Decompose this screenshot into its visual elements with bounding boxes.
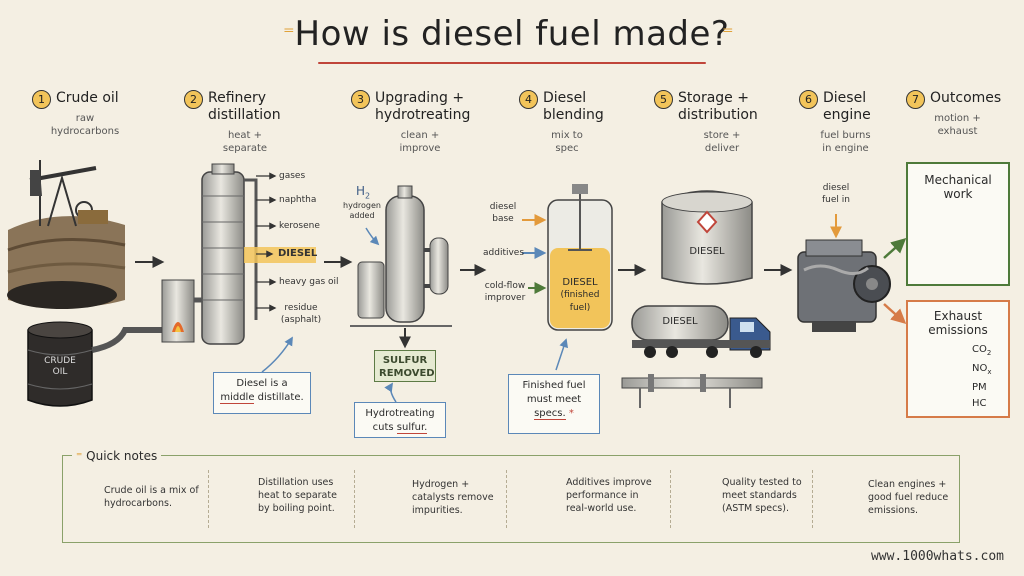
pump-jack-icon <box>7 160 126 309</box>
step-3-subtitle: clean + improve <box>399 130 441 154</box>
emission-co2: CO2 <box>972 344 992 357</box>
step-4-header: 4 Diesel blending <box>519 90 604 124</box>
storage-tank-label: DIESEL <box>689 246 725 257</box>
diesel-engine-icon <box>797 239 891 332</box>
emission-nox: NOx <box>972 363 992 376</box>
step-2-number: 2 <box>184 90 203 109</box>
note-distillation: Distillation uses heat to separate by bo… <box>258 477 337 514</box>
step-5-title: Storage + distribution <box>678 90 758 123</box>
distillation-column-icon <box>161 163 316 345</box>
step-6-header: 6 Diesel engine <box>799 90 874 124</box>
emissions-list: CO2 NOx PM HC <box>972 342 992 412</box>
mechanical-work-title: Mechanical work <box>924 173 992 201</box>
note-separator <box>812 470 813 528</box>
website-link[interactable]: www.1000whats.com <box>870 549 1004 564</box>
input-additives: additives <box>483 248 525 258</box>
step-2-header: 2 Refinery distillation <box>184 90 294 124</box>
step-2-title: Refinery distillation <box>208 90 281 123</box>
note-additives: Additives improve performance in real-wo… <box>566 477 652 514</box>
note-separator <box>506 470 507 528</box>
note-quality: Quality tested to meet standards (ASTM s… <box>722 477 802 514</box>
title-underline <box>318 62 706 64</box>
fuel-in-label: diesel fuel in <box>822 183 850 205</box>
step-3-header: 3 Upgrading + hydrotreating <box>351 90 471 124</box>
fraction-naphtha: naphtha <box>279 195 317 205</box>
note-separator <box>208 470 209 528</box>
mechanical-work-box: Mechanical work <box>906 162 1010 286</box>
input-cold-flow-improver: cold-flow improver <box>484 281 526 303</box>
emission-pm: PM <box>972 382 987 393</box>
hydrotreater-icon <box>350 185 452 327</box>
note-hydrogen: Hydrogen + catalysts remove impurities. <box>412 479 494 516</box>
step-1-subtitle: raw hydrocarbons <box>50 113 120 137</box>
step-6-subtitle: fuel burns in engine <box>820 130 871 154</box>
callout-arrow-sulfur <box>384 382 397 403</box>
blending-tank-icon <box>547 184 613 331</box>
step-4-subtitle: mix to spec <box>551 130 583 154</box>
barrel-label: CRUDE OIL <box>44 356 76 377</box>
fraction-kerosene: kerosene <box>279 221 320 231</box>
emission-hc: HC <box>972 398 987 409</box>
quick-notes-title: ⁼ Quick notes <box>72 449 162 463</box>
work-arrow <box>883 237 907 259</box>
crude-oil-barrel-icon <box>27 321 93 407</box>
callout-hydrotreating: Hydrotreating cuts sulfur. <box>354 402 446 438</box>
fraction-diesel: DIESEL <box>278 248 318 259</box>
truck-tank-label: DIESEL <box>662 316 698 327</box>
step-5-number: 5 <box>654 90 673 109</box>
barrel-pipe <box>91 327 165 353</box>
exhaust-emissions-title: Exhaust emissions <box>928 309 988 337</box>
callout-arrow-specs <box>555 338 568 371</box>
fraction-gases: gases <box>279 171 306 181</box>
exhaust-arrow <box>883 303 907 325</box>
pipeline-icon <box>621 374 763 408</box>
step-6-number: 6 <box>799 90 818 109</box>
sulfur-removed-box: SULFUR REMOVED <box>374 350 436 382</box>
input-diesel-base: diesel base <box>489 202 517 224</box>
note-clean-engines: Clean engines + good fuel reduce emissio… <box>868 479 949 516</box>
step-1-header: 1 Crude oil <box>32 90 119 109</box>
step-3-title: Upgrading + hydrotreating <box>375 90 471 123</box>
step-3-number: 3 <box>351 90 370 109</box>
step-4-number: 4 <box>519 90 538 109</box>
step-1-title: Crude oil <box>56 90 119 106</box>
note-separator <box>354 470 355 528</box>
note-crude-oil: Crude oil is a mix of hydrocarbons. <box>104 485 199 509</box>
step-7-number: 7 <box>906 90 925 109</box>
spark-right-icon: ⁼ <box>722 22 734 47</box>
fraction-residue: residue (asphalt) <box>280 303 322 325</box>
blend-tank-label: DIESEL (finished fuel) <box>560 277 600 313</box>
callout-specs: Finished fuel must meet specs. * <box>508 374 600 434</box>
fraction-arrows <box>256 172 277 312</box>
exhaust-emissions-box: Exhaust emissions CO2 NOx PM HC <box>906 300 1010 418</box>
callout-middle-distillate: Diesel is a middle distillate. <box>213 372 311 414</box>
spark-left-icon: ⁼ <box>283 22 295 47</box>
step-7-title: Outcomes <box>930 90 1002 106</box>
storage-tank-icon <box>661 190 753 285</box>
page-title: How is diesel fuel made? <box>294 14 730 54</box>
step-6-title: Diesel engine <box>823 90 871 123</box>
fraction-heavy-gas-oil: heavy gas oil <box>279 277 339 287</box>
quick-notes-panel <box>62 455 960 543</box>
tanker-truck-icon <box>631 305 771 358</box>
step-2-subtitle: heat + separate <box>222 130 268 154</box>
step-4-title: Diesel blending <box>543 90 604 123</box>
step-7-header: 7 Outcomes <box>906 90 1001 109</box>
step-5-subtitle: store + deliver <box>703 130 741 154</box>
note-separator <box>670 470 671 528</box>
callout-arrow-distillate <box>261 336 293 373</box>
step-7-subtitle: motion + exhaust <box>934 113 981 137</box>
step-1-number: 1 <box>32 90 51 109</box>
step-5-header: 5 Storage + distribution <box>654 90 774 124</box>
hydrogen-arrow <box>365 227 380 246</box>
hydrogen-added-label: hydrogen added <box>343 201 381 220</box>
h2-label: H2 <box>356 184 371 201</box>
